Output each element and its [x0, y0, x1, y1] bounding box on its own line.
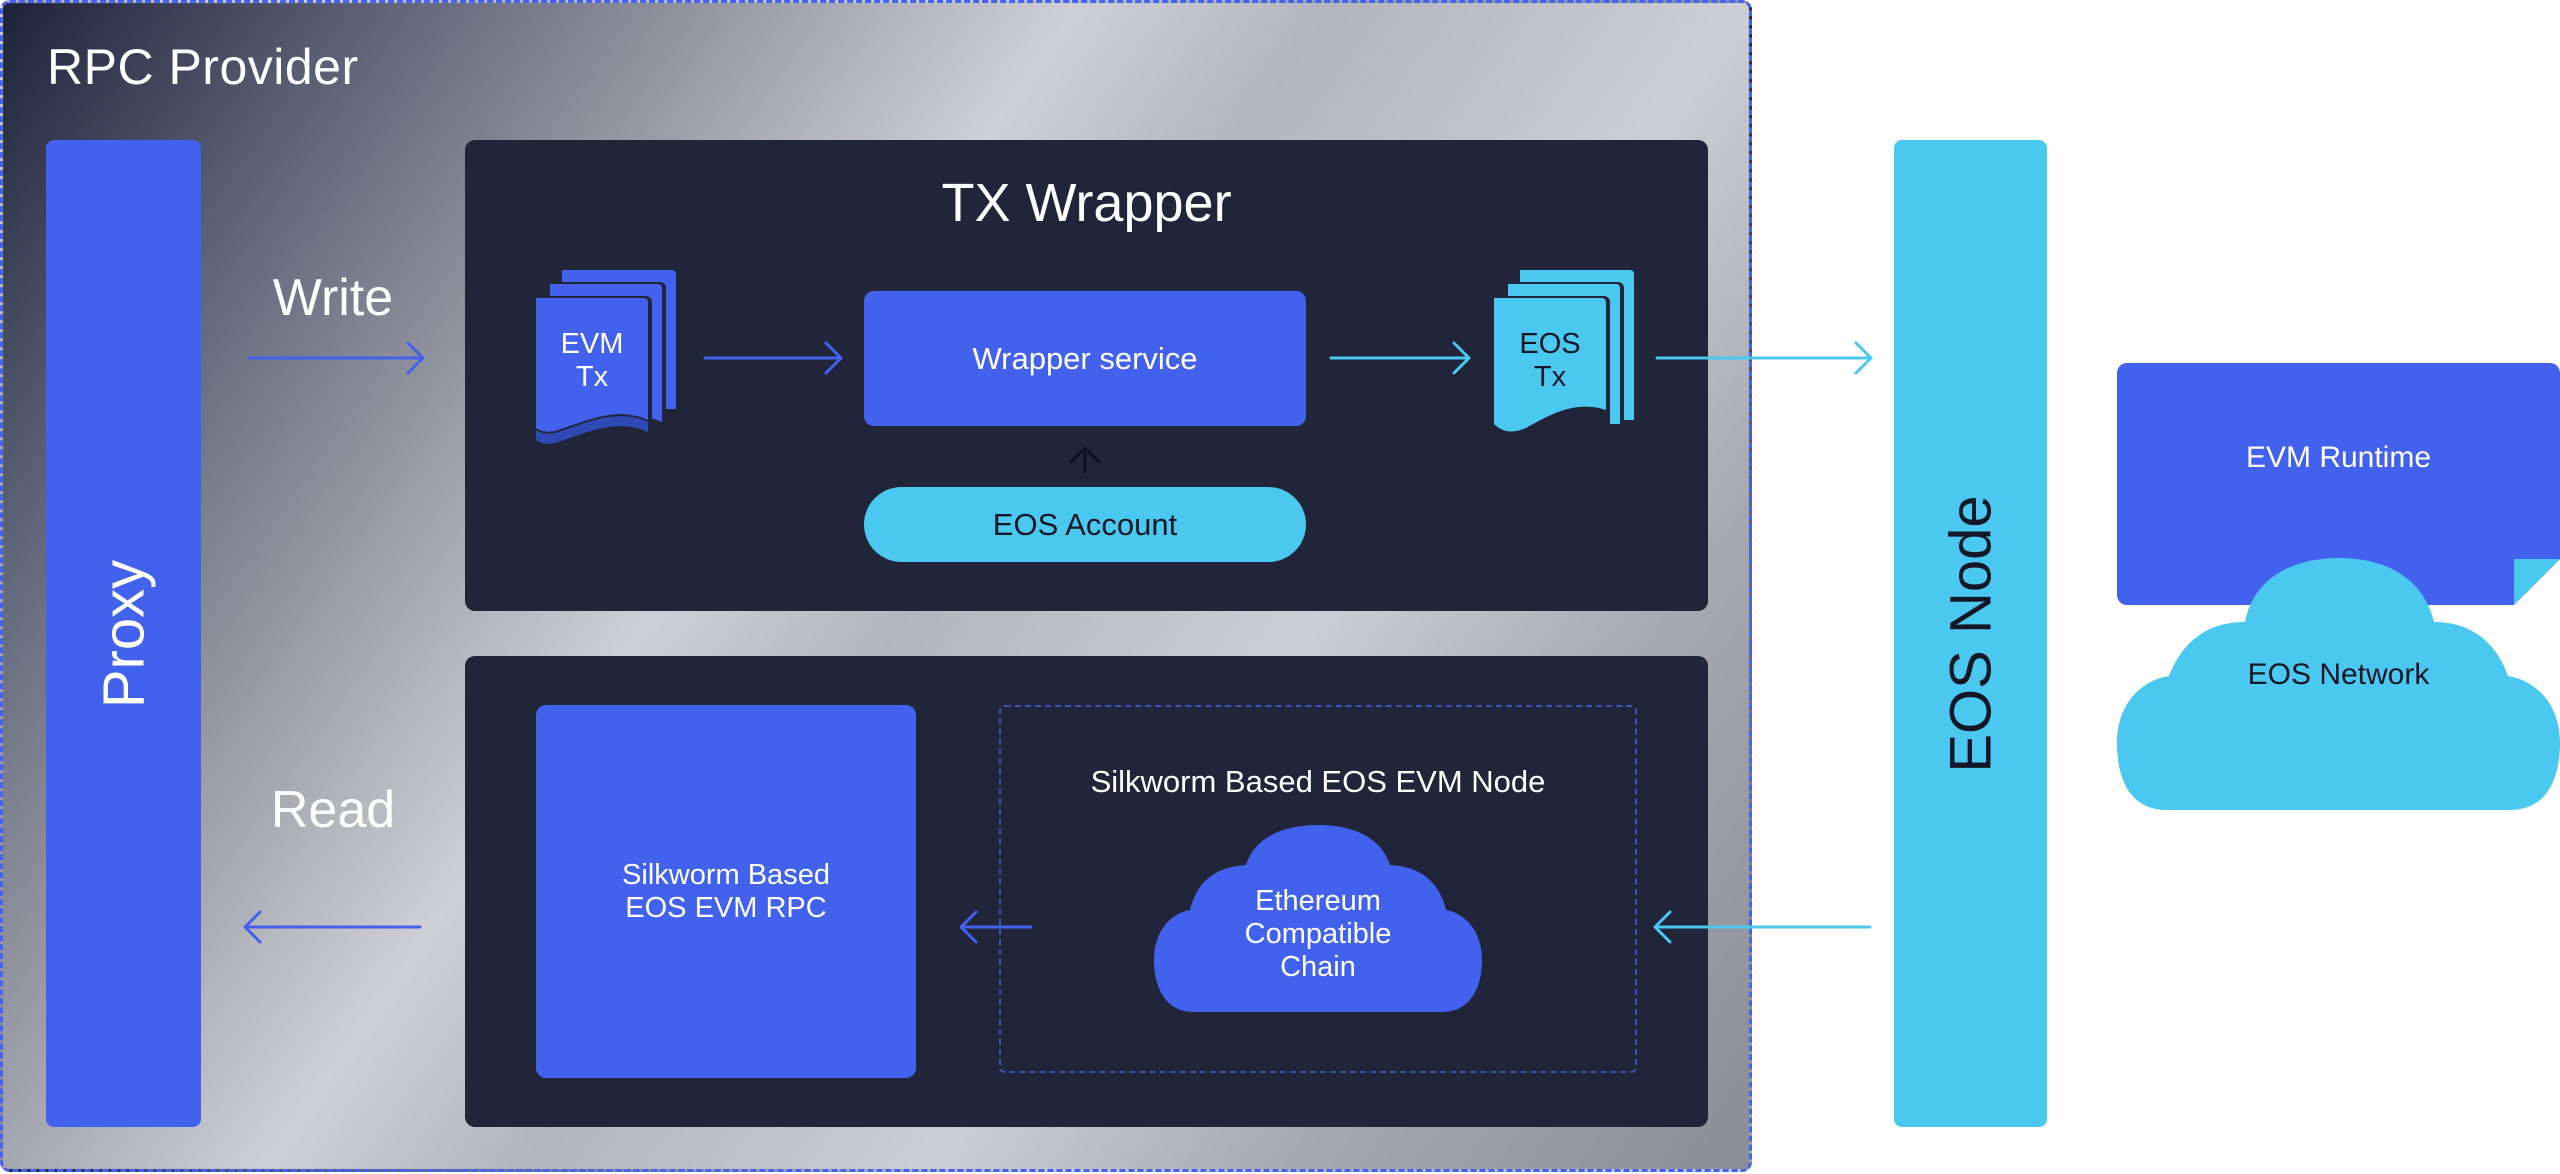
tx-wrapper-title: TX Wrapper: [941, 173, 1232, 233]
eos-node-bar[interactable]: EOS Node: [1894, 140, 2047, 1127]
eos-network-cloud[interactable]: EOS Network: [2117, 558, 2560, 810]
evm-to-wrapper-arrow: [703, 341, 843, 375]
document-stack-icon: [534, 270, 676, 453]
evm-runtime-label: EVM Runtime: [2245, 441, 2432, 474]
proxy-bar[interactable]: Proxy: [46, 140, 201, 1127]
account-to-wrapper-arrow: [1069, 446, 1101, 474]
evm-runtime-box[interactable]: EVM Runtime: [2117, 363, 2560, 605]
eos-tx-label: EOS Tx: [1519, 328, 1581, 393]
silkworm-node-title: Silkworm Based EOS EVM Node: [1090, 764, 1546, 799]
eos-tx-to-node-arrow: [1655, 341, 1873, 375]
evm-tx-label: EVM Tx: [560, 328, 624, 393]
cloud-icon: [1154, 825, 1482, 1012]
silkworm-node-container: [999, 705, 1637, 1073]
write-label: Write: [272, 269, 394, 327]
silkworm-rpc-label-line2: EOS EVM RPC: [625, 891, 827, 924]
folded-note-icon: [2117, 363, 2560, 605]
silkworm-rpc-box[interactable]: Silkworm Based EOS EVM RPC: [536, 705, 916, 1078]
eos-tx-doc-stack[interactable]: EOS Tx: [1492, 268, 1642, 438]
cloud-icon: [2117, 558, 2560, 810]
ethereum-chain-cloud[interactable]: Ethereum Compatible Chain: [1154, 825, 1482, 1012]
evm-tx-doc-stack[interactable]: EVM Tx: [534, 268, 684, 453]
chain-to-rpc-arrow: [959, 910, 1033, 944]
read-arrow: [243, 910, 422, 944]
wrapper-service-box[interactable]: Wrapper service: [864, 291, 1306, 426]
eos-network-label: EOS Network: [2247, 658, 2430, 691]
document-stack-icon: [1492, 270, 1634, 434]
node-to-silkworm-arrow: [1653, 910, 1872, 944]
eos-account-pill[interactable]: EOS Account: [864, 487, 1306, 562]
write-arrow: [247, 341, 425, 375]
rpc-provider-title: RPC Provider: [47, 39, 359, 95]
read-label: Read: [270, 781, 396, 839]
wrapper-to-eos-tx-arrow: [1329, 341, 1471, 375]
silkworm-rpc-label-line1: Silkworm Based: [622, 858, 830, 891]
ethereum-chain-label: Ethereum Compatible Chain: [1244, 885, 1392, 983]
